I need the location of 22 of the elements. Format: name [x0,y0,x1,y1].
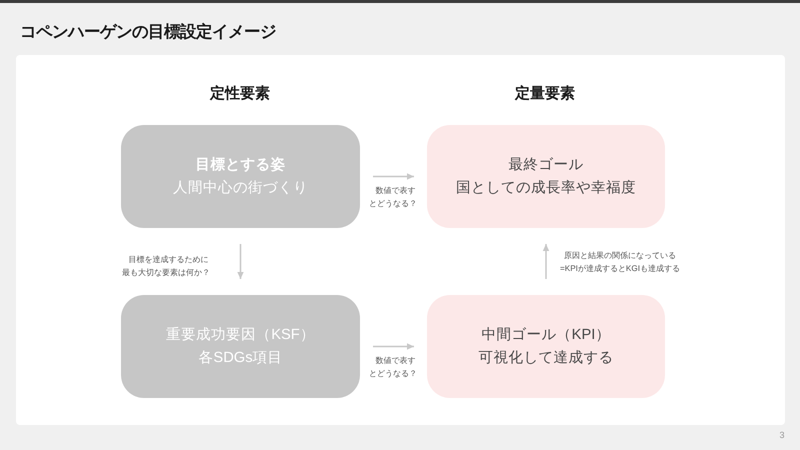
column-heading: 定量要素 [515,85,575,103]
edge-label: 数値で表すとどうなる？ [368,354,418,380]
box-heading: 中間ゴール（KPI） [482,326,610,344]
page-number: 3 [780,429,784,441]
box-heading: 目標とする姿 [196,156,286,174]
arrow [373,173,414,180]
arrow [542,244,550,279]
arrow [237,244,244,279]
rounded-box [121,125,360,228]
box-text: 人間中心の街づくり [173,178,308,198]
slide-title: コペンハーゲンの目標設定イメージ [20,22,276,42]
edge-label: 数値で表すとどうなる？ [368,185,418,210]
box-heading: 最終ゴール [508,156,584,174]
box-heading: 重要成功要因（KSF） [166,326,315,344]
edge-label: 原因と結果の関係になっている=KPIが達成するとKGIも達成する [558,250,682,275]
box-text: 国としての成長率や幸福度 [456,178,636,198]
edge-label: 目標を達成するために最も大切な要素は何か？ [121,254,211,279]
arrow [373,343,414,350]
box-text: 可視化して達成する [478,348,614,368]
rounded-box [121,295,360,398]
box-text: 各SDGs項目 [198,348,283,368]
column-heading: 定性要素 [210,85,270,103]
